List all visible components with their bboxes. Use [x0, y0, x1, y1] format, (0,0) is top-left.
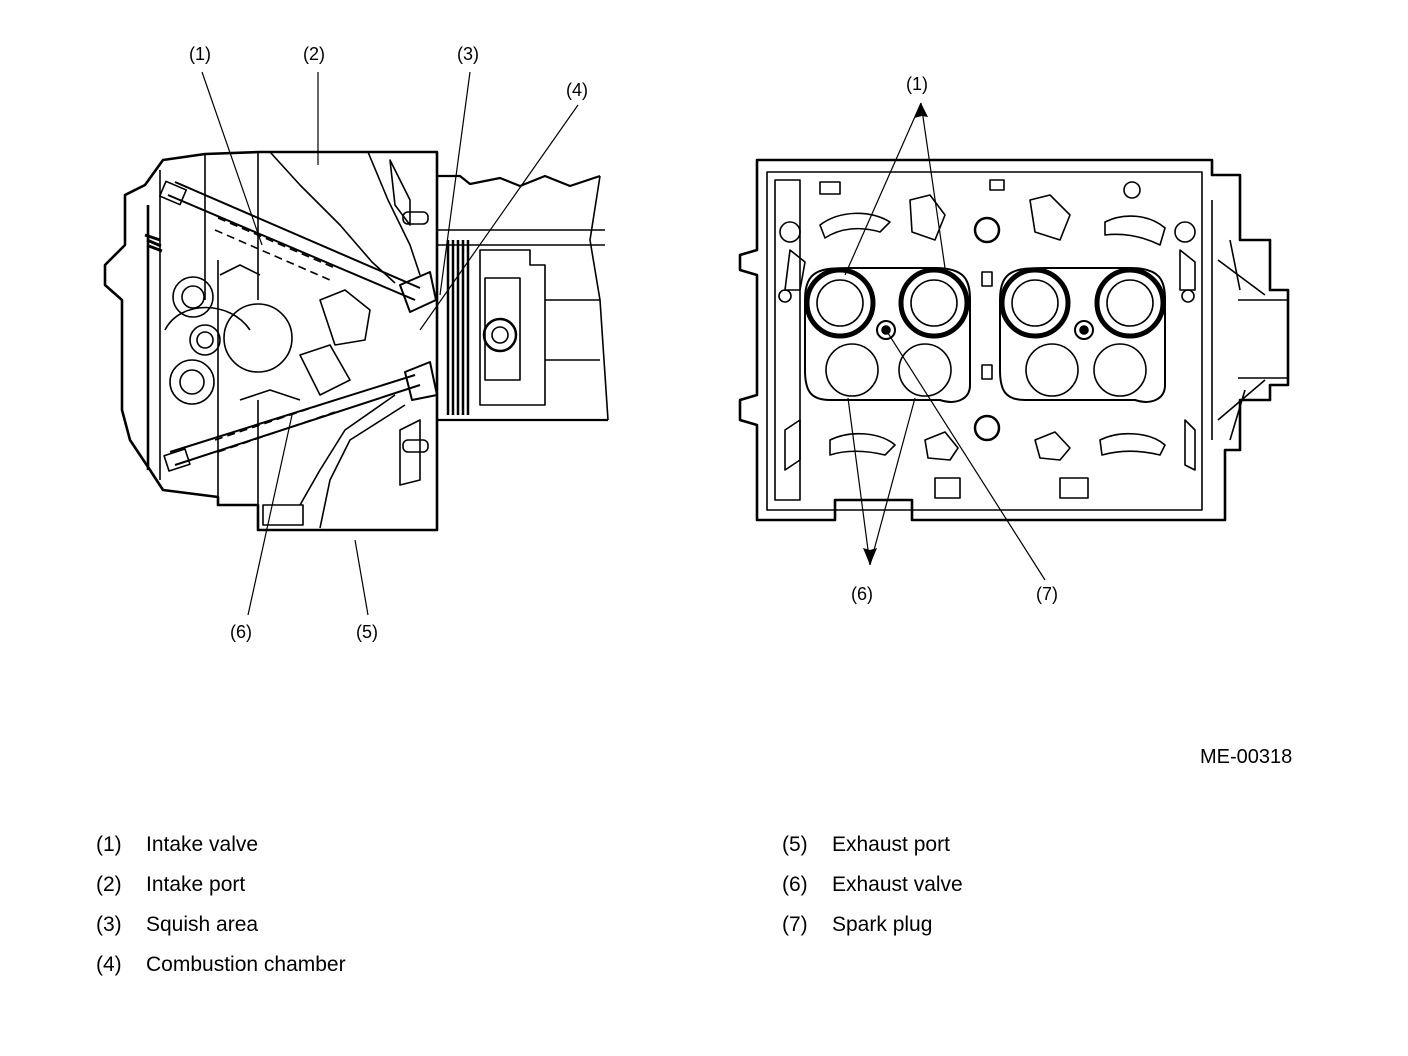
- legend-label: Exhaust port: [832, 833, 950, 856]
- callout-5: (5): [356, 622, 378, 642]
- callout-7: (7): [1036, 584, 1058, 604]
- legend-item: (1) Intake valve: [96, 830, 346, 870]
- cylinder-head-bottom-view: [738, 158, 1290, 522]
- callout-4: (4): [566, 80, 588, 100]
- callout-1-left: (1): [189, 44, 211, 64]
- legend-left: (1) Intake valve (2) Intake port (3) Squish…: [96, 830, 346, 990]
- callout-6-right: (6): [851, 584, 873, 604]
- legend-label: Spark plug: [832, 913, 933, 936]
- legend-number: (1): [96, 833, 122, 856]
- callout-3: (3): [457, 44, 479, 64]
- legend-number: (3): [96, 913, 122, 936]
- legend-number: (2): [96, 873, 122, 896]
- legend-number: (7): [782, 913, 808, 936]
- cylinder-head-diagram: (1) (2) (3) (4) (6) (5) (1) (6) (7): [103, 44, 1290, 642]
- legend-item: (2) Intake port: [96, 870, 346, 910]
- right-leader-lines: [844, 102, 1046, 581]
- legend-item: (5) Exhaust port: [782, 830, 963, 870]
- callout-6-left: (6): [230, 622, 252, 642]
- legend-label: Combustion chamber: [146, 953, 346, 976]
- legend-right: (5) Exhaust port (6) Exhaust valve (7) Spar…: [782, 830, 963, 950]
- left-leader-lines: [201, 71, 579, 616]
- callout-2: (2): [303, 44, 325, 64]
- legend-label: Intake valve: [146, 833, 259, 856]
- legend-number: (6): [782, 873, 808, 896]
- legend-item: (4) Combustion chamber: [96, 950, 346, 990]
- legend-item: (6) Exhaust valve: [782, 870, 963, 910]
- legend-item: (3) Squish area: [96, 910, 346, 950]
- legend-label: Intake port: [146, 873, 246, 896]
- cylinder-head-section-view: [103, 150, 609, 532]
- legend-item: (7) Spark plug: [782, 910, 963, 950]
- legend-number: (5): [782, 833, 808, 856]
- legend-number: (4): [96, 953, 122, 976]
- callout-1-right: (1): [906, 74, 928, 94]
- legend-label: Squish area: [146, 913, 259, 936]
- legend-label: Exhaust valve: [832, 873, 963, 896]
- figure-id: ME-00318: [1200, 746, 1293, 768]
